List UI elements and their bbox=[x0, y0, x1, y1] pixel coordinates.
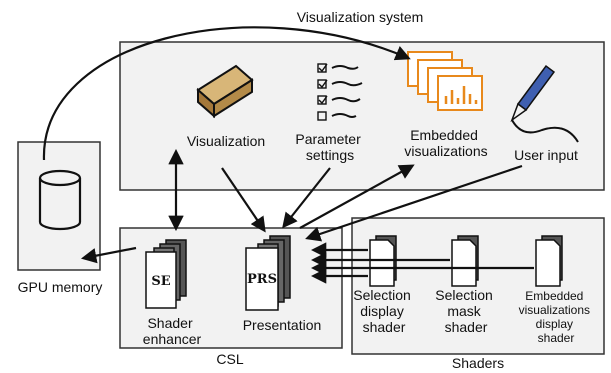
embedded-vis-display-line-2: visualizations bbox=[519, 303, 590, 317]
presentation-label: Presentation bbox=[243, 317, 322, 333]
userinput-presentation-arrow bbox=[305, 164, 523, 242]
selection-display-line-1: Selection bbox=[353, 287, 411, 303]
embedded-vis-display-shader-icon bbox=[535, 235, 563, 287]
parameter-settings-line-1: Parameter bbox=[295, 131, 361, 147]
gpu-to-embedded-arrow bbox=[42, 26, 411, 161]
selection-display-line-2: display bbox=[360, 303, 404, 319]
embedded-vis-display-line-1: Embedded bbox=[525, 289, 583, 303]
embedded-visualizations-label: Embedded visualizations bbox=[404, 127, 487, 159]
visualization-block-icon bbox=[196, 64, 254, 119]
embedded-visualizations-icon bbox=[407, 51, 483, 111]
selection-mask-shader-icon bbox=[451, 235, 479, 287]
shaders-label: Shaders bbox=[452, 355, 504, 371]
selection-mask-shader-label: Selection mask shader bbox=[435, 287, 496, 335]
presentation-embedded-arrow bbox=[299, 164, 415, 229]
user-input-label: User input bbox=[514, 147, 578, 163]
csl-label: CSL bbox=[216, 351, 243, 367]
shader-enhancer-gpu-arrow bbox=[80, 246, 137, 264]
pen-icon bbox=[510, 64, 579, 143]
selection-display-shader-label: Selection display shader bbox=[353, 287, 414, 335]
shader-enhancer-label: Shader enhancer bbox=[143, 315, 202, 347]
shader-enhancer-line-2: enhancer bbox=[143, 331, 202, 347]
selection-mask-line-1: Selection bbox=[435, 287, 493, 303]
diagram-title: Visualization system bbox=[297, 9, 424, 25]
database-cylinder-icon bbox=[38, 169, 82, 231]
parameter-presentation-arrow bbox=[282, 167, 331, 229]
embedded-visualizations-line-2: visualizations bbox=[404, 143, 487, 159]
gpu-memory-label: GPU memory bbox=[18, 279, 103, 295]
checklist-icon bbox=[317, 63, 363, 121]
parameter-settings-label: Parameter settings bbox=[295, 131, 364, 163]
selection-mask-line-3: shader bbox=[445, 319, 488, 335]
embedded-visualizations-line-1: Embedded bbox=[410, 127, 478, 143]
selection-mask-line-2: mask bbox=[447, 303, 481, 319]
visualization-label: Visualization bbox=[187, 133, 265, 149]
shader-enhancer-book-icon bbox=[145, 239, 187, 309]
shader-enhancer-line-1: Shader bbox=[147, 315, 192, 331]
visualization-system-panel bbox=[119, 41, 605, 191]
visualization-presentation-arrow bbox=[221, 167, 266, 233]
gpu-memory-panel bbox=[17, 141, 101, 271]
embedded-vis-display-shader-label: Embedded visualizations display shader bbox=[519, 289, 594, 345]
parameter-settings-line-2: settings bbox=[306, 147, 354, 163]
embedded-vis-display-line-3: display bbox=[536, 317, 573, 331]
presentation-book-icon bbox=[245, 235, 291, 311]
embedded-vis-display-line-4: shader bbox=[538, 331, 575, 345]
shader-enhancer-glyph: SE bbox=[151, 274, 170, 289]
selection-display-line-3: shader bbox=[363, 319, 406, 335]
presentation-glyph: PRS bbox=[247, 272, 277, 287]
connector-arrows bbox=[42, 26, 534, 284]
